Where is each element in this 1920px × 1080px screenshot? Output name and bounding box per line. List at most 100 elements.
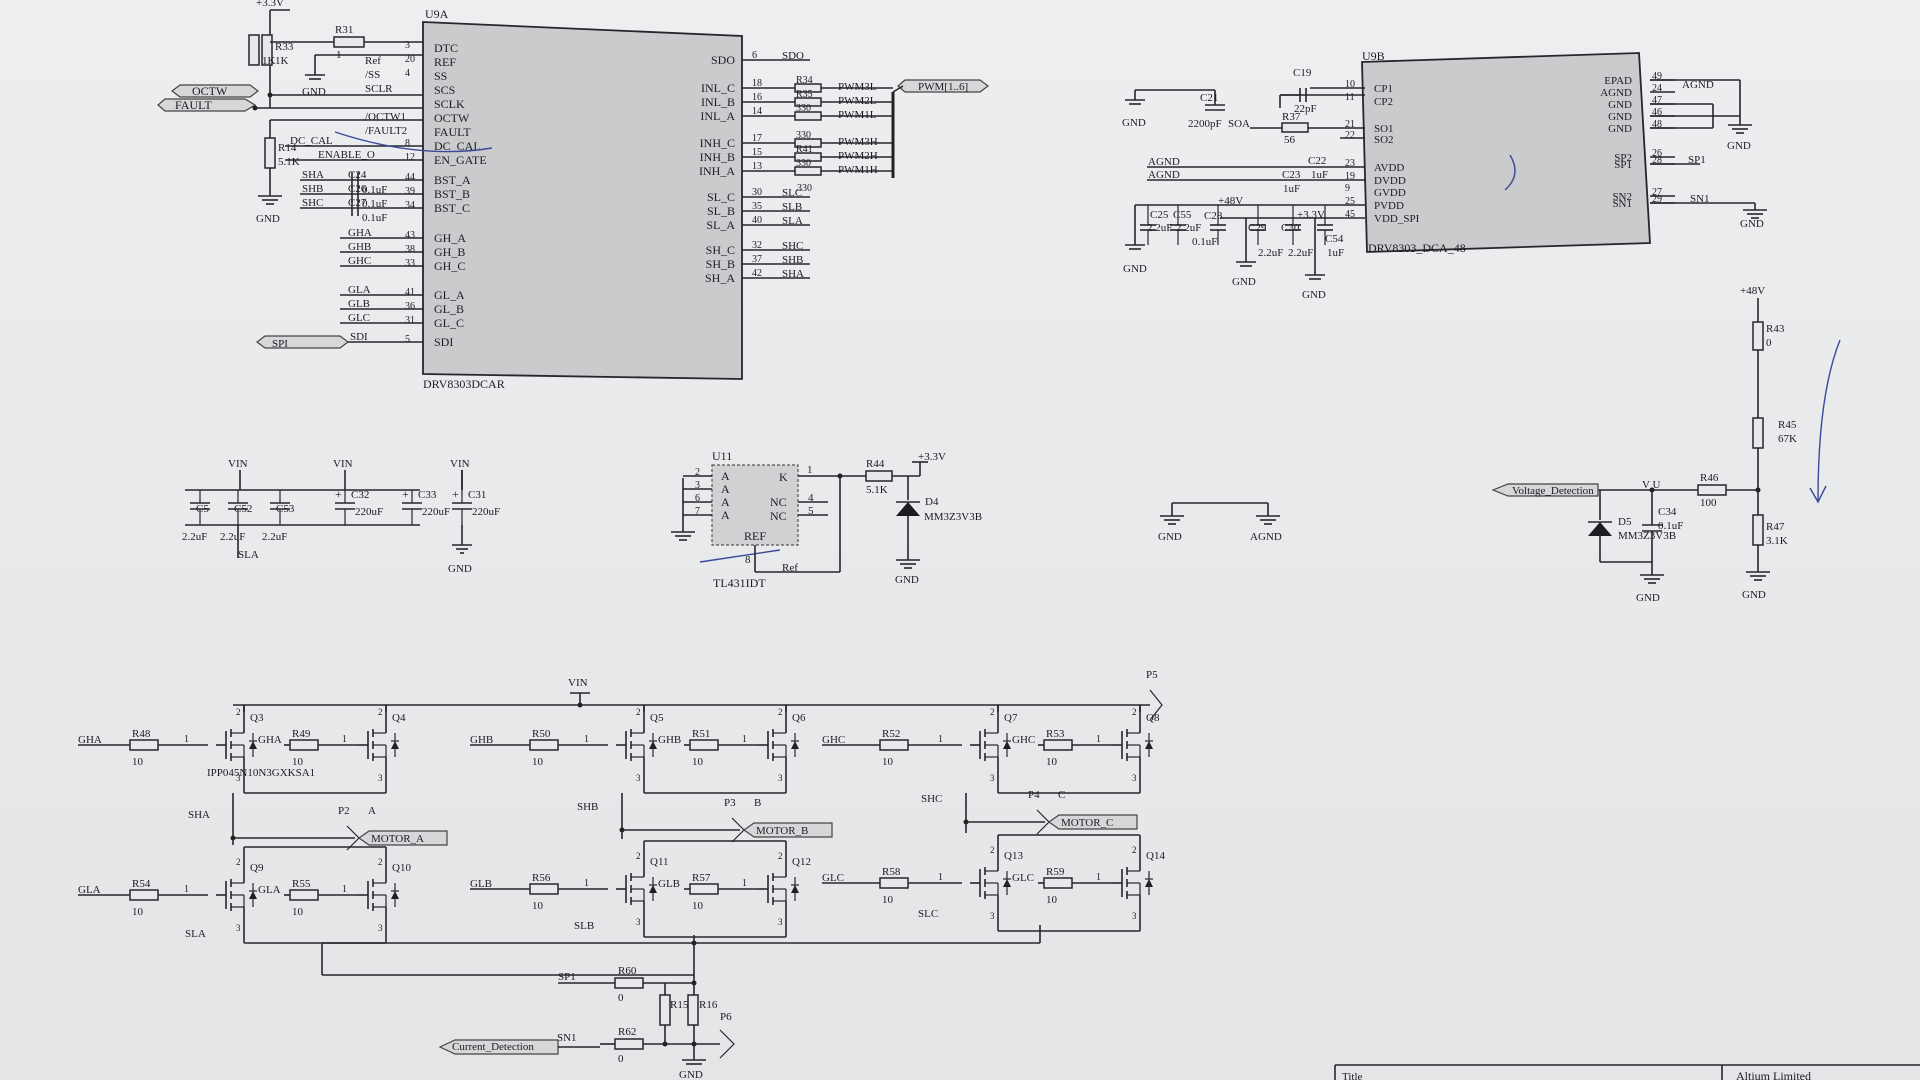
motor-port[interactable] [742, 822, 833, 838]
u9a-pwm-net: PWM1L [838, 109, 877, 121]
u9a-net: SDI [350, 331, 368, 343]
u9a-pinnum: 44 [405, 172, 415, 183]
u9a-pin-gh_b: GH_B [434, 245, 465, 259]
d4-part: MM3Z3V3B [924, 511, 982, 523]
low-r1-val: 10 [532, 900, 544, 912]
u9a-pinnum: 16 [752, 92, 762, 103]
q9-mosfet: Q9 [250, 862, 264, 874]
u11-body [711, 464, 799, 546]
mosfet-pin-2: 2 [378, 857, 383, 867]
u9b-pinnum: 26 [1652, 148, 1662, 159]
q11-mosfet: Q11 [650, 856, 669, 868]
u9b-part: DRV8303_DCA_48 [1368, 241, 1466, 255]
u9b-pinnum: 28 [1652, 155, 1662, 166]
u9a-pinnum: 39 [405, 186, 415, 197]
u9a-pin-inh_a: INH_A [699, 164, 735, 178]
q14-mosfet: Q14 [1146, 850, 1165, 862]
u9a-pin-bst_a: BST_A [434, 173, 471, 187]
high-gate-resistor [129, 739, 159, 751]
u9a-pinnum: 34 [405, 200, 415, 211]
vin-cap-label: C31 [468, 489, 486, 501]
sn1-bridge: SN1 [557, 1032, 577, 1044]
u9a-ref: U9A [425, 7, 449, 21]
vin-label: VIN [333, 458, 353, 470]
u9a-pinnum: 17 [752, 133, 762, 144]
low-r2-val: 10 [692, 900, 704, 912]
u9a-pin-sh_a: SH_A [705, 271, 735, 285]
voltage-detection-label: Voltage_Detection [1512, 485, 1594, 497]
gate-pin-1: 1 [938, 734, 943, 745]
vin-cap-val: 220uF [355, 506, 383, 518]
title-label: Title [1342, 1071, 1363, 1080]
r45-resistor [1752, 417, 1764, 449]
high-gate-resistor-2 [689, 739, 719, 751]
u9b-pin-so2: SO2 [1374, 134, 1394, 146]
r46-val: 100 [1700, 497, 1717, 509]
motor-port[interactable] [1047, 814, 1138, 830]
u9b-pin-avdd: AVDD [1374, 162, 1404, 174]
u9a-pin-en_gate: EN_GATE [434, 153, 487, 167]
u9a-pinnum: 37 [752, 254, 762, 265]
u9a-net: SHA [782, 268, 804, 280]
pwm-port[interactable] [897, 79, 989, 93]
q10-mosfet: Q10 [392, 862, 411, 874]
q5-mosfet: Q5 [650, 712, 664, 724]
gnd-label-c54: GND [1302, 289, 1326, 301]
gate-net-high: GHB [470, 734, 493, 746]
u9a-pinnum: 35 [752, 201, 762, 212]
r62-resistor [614, 1038, 644, 1050]
u9a-net: GHB [348, 241, 371, 253]
u9a-pwm-net: PWM3L [838, 81, 877, 93]
mosfet-pin-3: 3 [1132, 911, 1137, 921]
motor-port[interactable] [357, 830, 448, 846]
fault-port[interactable] [157, 98, 257, 112]
high-r2-val: 10 [1046, 756, 1058, 768]
c25-val: 2.2uF [1147, 222, 1172, 234]
spi-port[interactable] [256, 335, 349, 349]
u9a-pinnum: 30 [752, 187, 762, 198]
gate-pin-1: 1 [184, 884, 189, 895]
u9b-pin-gvdd: GVDD [1374, 187, 1406, 199]
low-gate-resistor [129, 889, 159, 901]
u9a-pin-fault: FAULT [434, 125, 471, 139]
boot-cap-val: 0.1uF [362, 198, 387, 210]
u9a-pin-sclk: SCLK [434, 97, 465, 111]
agnd-tie-label: AGND [1250, 531, 1282, 543]
gate-pin-1: 1 [342, 884, 347, 895]
boot-sh-net: SHC [302, 197, 323, 209]
phase-letter: B [754, 797, 761, 809]
u9a-pin-ss: SS [434, 69, 447, 83]
u9a-pinnum: 13 [752, 161, 762, 172]
u9a-res-label: 330 [796, 103, 811, 114]
gnd-label-sense: GND [679, 1069, 703, 1080]
voltage-detection-port[interactable] [1491, 483, 1599, 497]
r14-resistor [264, 137, 276, 169]
octw-port[interactable] [171, 84, 259, 98]
r32-val: 1K [262, 55, 276, 67]
d4-zener [896, 502, 920, 516]
u9a-pin-sl_b: SL_B [707, 204, 735, 218]
cap-plus-icon: + [452, 487, 459, 501]
gnd-label-d4: GND [895, 574, 919, 586]
u9a-net: /OCTW1 [365, 111, 406, 123]
u11-pin-4: 4 [808, 492, 814, 504]
mosfet-pin-3: 3 [378, 773, 383, 783]
low-r2-label: R55 [292, 878, 311, 890]
company-label: Altium Limited [1736, 1069, 1811, 1080]
high-r1-val: 10 [532, 756, 544, 768]
u9a-res-label: 330 [796, 158, 811, 169]
u9a-net: GHC [348, 255, 371, 267]
u9a-pinnum: 36 [405, 301, 415, 312]
c55-val: 2.2uF [1176, 222, 1201, 234]
low-r1-label: R58 [882, 866, 901, 878]
cap-plus-icon: + [335, 487, 342, 501]
u9a-res-label: R41 [796, 144, 813, 155]
mosfet-pin-3: 3 [236, 923, 241, 933]
u9b-pinnum: 25 [1345, 196, 1355, 207]
low-r2-val: 10 [292, 906, 304, 918]
u11-pin-a: A [721, 482, 730, 496]
mosfet-pin-3: 3 [1132, 773, 1137, 783]
phase-sh-net: SHC [921, 793, 942, 805]
c54-val: 1uF [1327, 247, 1344, 259]
u11-pin-a: A [721, 469, 730, 483]
